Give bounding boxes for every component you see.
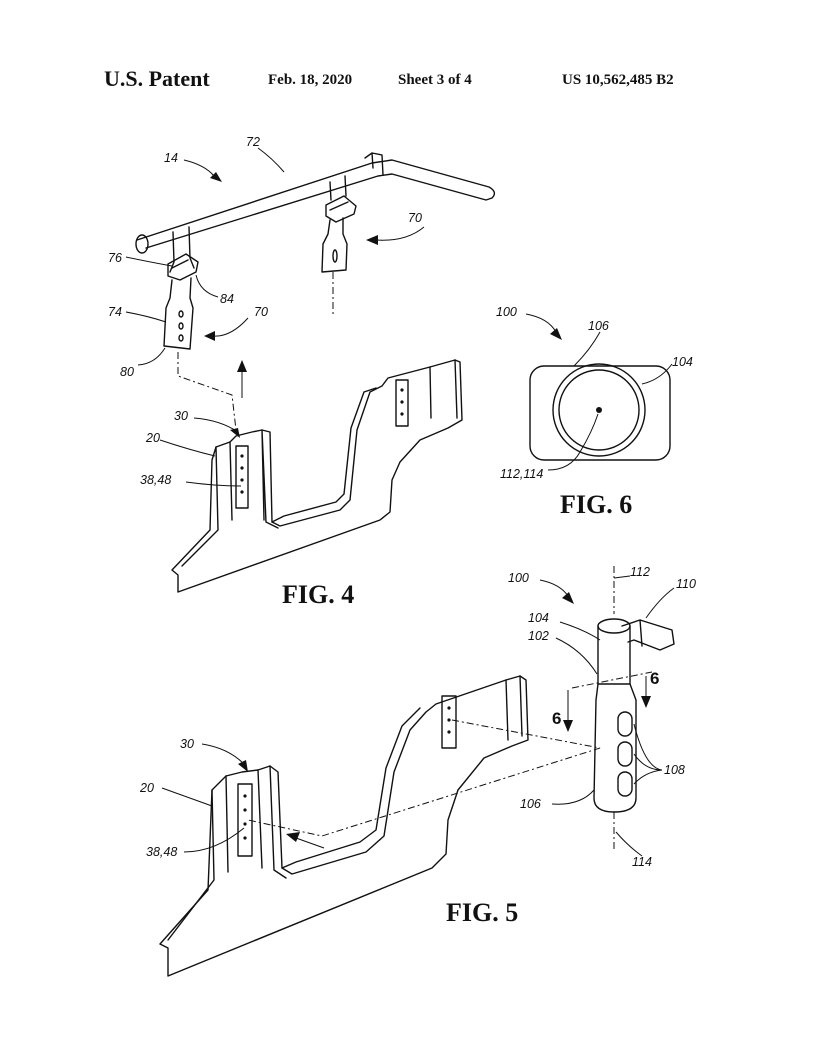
fig4-caption: FIG. 4	[282, 580, 355, 609]
fig5-ref-114: 114	[632, 855, 652, 869]
fig4-drawing: 14 72 70 70 76 84 74 80 30 20 38,48	[108, 135, 496, 593]
fig5-caption: FIG. 5	[446, 898, 519, 927]
fig5-section-6-right: 6	[650, 669, 659, 688]
patent-date: Feb. 18, 2020	[268, 72, 353, 88]
fig4-ref-72: 72	[246, 135, 260, 149]
patent-number: US 10,562,485 B2	[562, 72, 674, 88]
fig4-ref-70-right: 70	[408, 211, 422, 225]
fig4-ref-80: 80	[120, 365, 134, 379]
fig6-ref-104: 104	[672, 355, 693, 369]
fig4-ref-70-left: 70	[254, 305, 268, 319]
fig4-ref-84: 84	[220, 292, 234, 306]
fig5-ref-38-48: 38,48	[146, 845, 177, 859]
fig5-section-6-left: 6	[552, 709, 561, 728]
fig4-ref-30: 30	[174, 409, 188, 423]
fig5-ref-30: 30	[180, 737, 194, 751]
fig4-ref-74: 74	[108, 305, 122, 319]
fig6-ref-100: 100	[496, 305, 517, 319]
fig6-ref-106: 106	[588, 319, 609, 333]
fig4-ref-38-48: 38,48	[140, 473, 171, 487]
sheet-number: Sheet 3 of 4	[398, 72, 472, 88]
fig5-ref-102: 102	[528, 629, 549, 643]
fig5-ref-110: 110	[676, 577, 696, 591]
fig5-ref-106: 106	[520, 797, 541, 811]
fig5-ref-108: 108	[664, 763, 685, 777]
fig4-ref-14: 14	[164, 151, 178, 165]
fig5-ref-104: 104	[528, 611, 549, 625]
fig4-ref-20: 20	[145, 431, 160, 445]
fig5-drawing: 100 112 110 104 102 6 6 108 106 114 30 2…	[139, 565, 696, 977]
fig5-ref-100: 100	[508, 571, 529, 585]
fig4-ref-76: 76	[108, 251, 122, 265]
patent-label: U.S. Patent	[104, 66, 210, 91]
fig5-ref-112: 112	[630, 565, 650, 579]
fig6-drawing: 100 106 104 112,114	[496, 305, 693, 481]
fig5-ref-20: 20	[139, 781, 154, 795]
fig6-ref-112-114: 112,114	[500, 467, 543, 481]
fig6-caption: FIG. 6	[560, 490, 633, 519]
